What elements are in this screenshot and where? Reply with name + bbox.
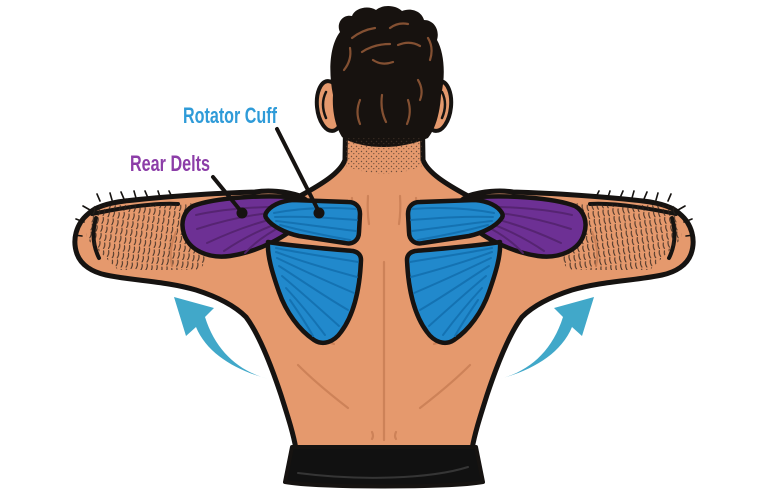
shorts-seam-line [297, 466, 469, 479]
shorts-waistband [283, 445, 485, 489]
rear-delts-label: Rear Delts [130, 151, 210, 176]
neck-stubble [346, 138, 422, 174]
rear-delts-pointer-dot [236, 207, 248, 219]
rear-delts-pointer-line [211, 175, 242, 212]
rotator-cuff-pointer-line [275, 127, 320, 212]
ear-inner-lines [321, 90, 447, 120]
hair-highlight-strands [342, 22, 433, 126]
label-pointer-lines [211, 127, 320, 212]
hair [330, 5, 444, 148]
rotator-cuff-label: Rotator Cuff [183, 103, 277, 128]
rotator-cuff-pointer-dot [313, 207, 325, 219]
